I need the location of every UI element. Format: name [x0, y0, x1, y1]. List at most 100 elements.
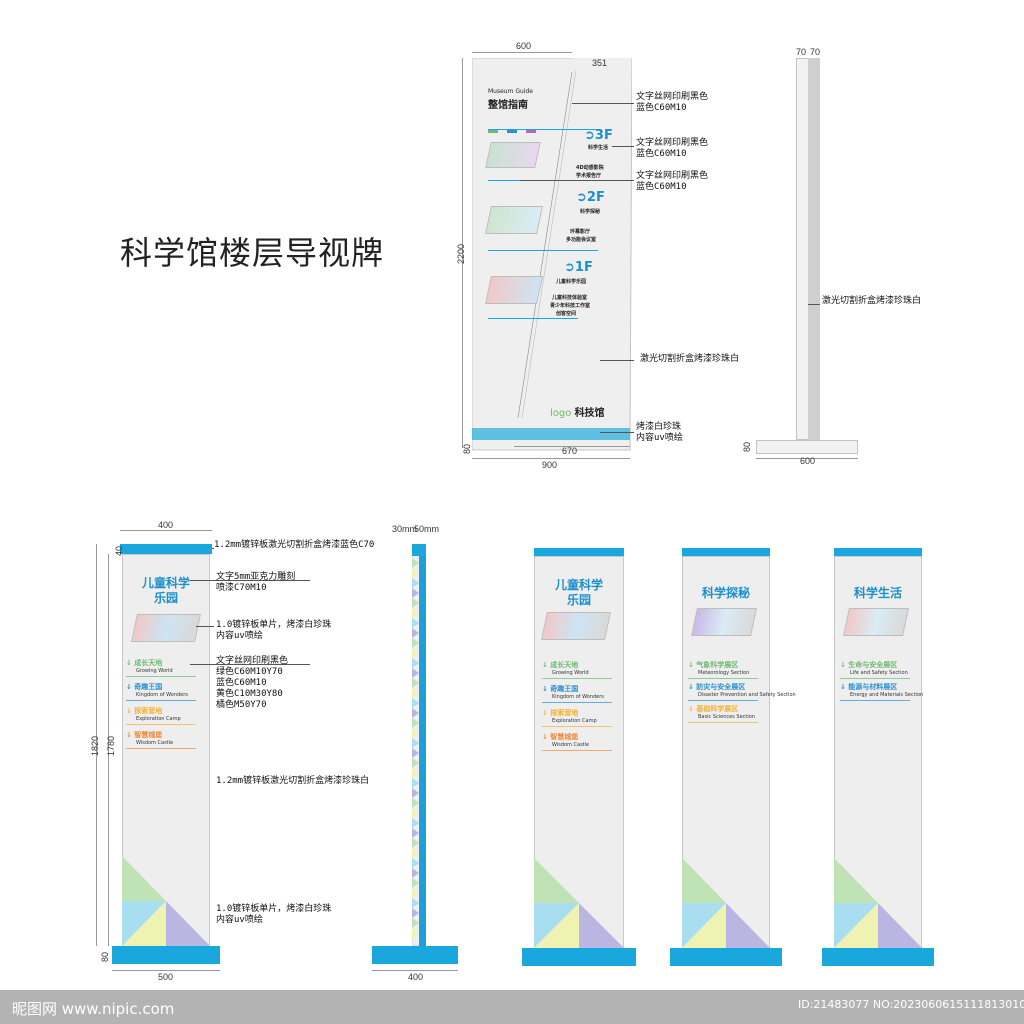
side-view-base [756, 440, 858, 454]
side-view-inner [808, 58, 820, 440]
sign-3-item-1-cn: ↓ 能源与材料展区 [840, 683, 898, 691]
detail-note-5-text: 1.0镀锌板单片，烤漆白珍珠 内容uv喷绘 [216, 904, 332, 925]
sign-2-item-2-en: Basic Sciences Section [698, 714, 755, 720]
sign-1-item-3-en: Wisdom Castle [552, 742, 590, 748]
floor-2f-line-1: 环幕影厅 [570, 229, 591, 235]
sign-1-item-2-underline [542, 726, 612, 727]
guide-divider [488, 129, 598, 130]
top-note-0: 文字丝网印刷黑色 蓝色C60M10 [636, 92, 708, 114]
floor-2f-divider [488, 250, 598, 251]
thin-side-triangle [412, 748, 419, 758]
thin-side-triangle [412, 898, 419, 908]
top-note-1: 文字丝网印刷黑色 蓝色C60M10 [636, 138, 708, 160]
detail-note-1-text: 文字5mm亚克力雕刻 喷漆C70M10 [216, 572, 296, 593]
thin-side-triangle [412, 568, 419, 578]
sign-0-item-3-underline [126, 748, 196, 749]
floor-1f-line-3: 创客空间 [556, 311, 577, 317]
side-leader [808, 304, 820, 305]
dim-top-600: 600 [516, 41, 532, 51]
thin-side-triangle [412, 648, 419, 658]
thin-dim-line-bottom [372, 970, 458, 971]
thin-side-triangle [412, 768, 419, 778]
detail-leader-0 [212, 548, 214, 549]
detail-triangles [122, 856, 210, 946]
dim-bottom-900: 900 [542, 460, 558, 470]
detail-note-0: 1.2mm镀锌板激光切割折盒烤漆蓝色C70 [214, 540, 374, 551]
sign-2-item-2-underline [688, 722, 758, 723]
detail-dim-line-1820 [96, 544, 97, 946]
floor-map-2f [485, 206, 543, 234]
floor-2f-line-0: 科学探秘 [580, 209, 601, 215]
sign-2-foot [670, 948, 782, 966]
thin-side-triangle [412, 638, 419, 648]
detail-map [131, 614, 201, 642]
sign-2-item-2-cn: ↓ 基础科学展区 [688, 705, 739, 713]
dim-line-top-600 [472, 52, 572, 53]
side-dim-w2: 70 [810, 47, 821, 57]
sign-1-item-3-cn: ↓ 智慧城堡 [542, 733, 579, 741]
side-dim-line-600 [756, 458, 858, 459]
sign-3-triangles [834, 858, 922, 948]
side-dim-base: 600 [800, 456, 816, 466]
sign-0-item-1-cn: ↓ 奇趣王国 [126, 683, 163, 691]
logo-text: logo 科技馆 [550, 408, 605, 419]
thin-side-triangle [412, 918, 419, 928]
top-note-2-text: 文字丝网印刷黑色 蓝色C60M10 [636, 171, 709, 192]
detail-leader-3 [190, 664, 310, 665]
sign-1-item-1-cn: ↓ 奇趣王国 [542, 685, 579, 693]
thin-side-view [411, 543, 427, 947]
sign-0-item-2-underline [126, 724, 196, 725]
detail-note-5: 1.0镀锌板单片，烤漆白珍珠 内容uv喷绘 [216, 904, 331, 926]
sign-1-map [541, 612, 611, 640]
sign-0-item-0-underline [126, 676, 196, 677]
floor-2f-line-2: 多功能会议室 [566, 237, 597, 243]
leader-note-1 [612, 146, 634, 147]
thin-side-triangle [412, 688, 419, 698]
detail-cap [120, 544, 212, 554]
thin-dim-b: 50mm [414, 524, 440, 534]
detail-dim-line-top [120, 530, 212, 531]
floor-3f-line-0: 科学生活 [588, 145, 609, 151]
sign-2-map [691, 608, 757, 636]
floor-1f-line-0: 儿童科学乐园 [556, 279, 587, 285]
watermark-left: 昵图网 www.nipic.com [12, 1000, 175, 1018]
dim-base-80: 80 [462, 443, 472, 454]
sign-2-item-0-en: Meteorology Section [698, 670, 750, 676]
sign-1-item-0-cn: ↓ 成长天地 [542, 661, 579, 669]
thin-side-triangle [412, 908, 419, 918]
thin-side-triangle [412, 608, 419, 618]
thin-side-triangle [412, 598, 419, 608]
top-note-3: 激光切割折盒烤漆珍珠白 [640, 354, 739, 365]
dim-inner-670: 670 [562, 446, 578, 456]
sign-1-item-3-underline [542, 750, 612, 751]
sign-0-item-1-en: Kingdom of Wonders [136, 692, 188, 698]
detail-note-3: 文字丝网印刷黑色 绿色C60M10Y70 蓝色C60M10 黄色C10M30Y8… [216, 656, 288, 711]
guide-title: 整馆指南 [488, 100, 528, 111]
sign-1-item-1-underline [542, 702, 612, 703]
top-sign: Museum Guide 整馆指南 ➲3F 科学生活 4D动感影院 学术报告厅 … [472, 58, 632, 458]
dim-line-900 [472, 458, 630, 459]
watermark-bar [0, 990, 1024, 1024]
sign-2-title: 科学探秘 [701, 586, 750, 600]
sign-1-title: 儿童科学 乐园 [554, 578, 603, 607]
leader-note-3 [600, 360, 634, 361]
thin-side-triangle [412, 718, 419, 728]
thin-side-triangle [412, 848, 419, 858]
detail-dim-top: 400 [158, 520, 174, 530]
sign-0-item-3-cn: ↓ 智慧城堡 [126, 731, 163, 739]
thin-side-triangle [412, 628, 419, 638]
sign-1-item-2-en: Exploration Camp [552, 718, 597, 724]
sign-0-item-2-cn: ↓ 探索营地 [126, 707, 163, 715]
leader-note-2 [520, 180, 634, 181]
thin-side-triangle [412, 728, 419, 738]
sign-3-item-0-en: Life and Safety Section [850, 670, 908, 676]
